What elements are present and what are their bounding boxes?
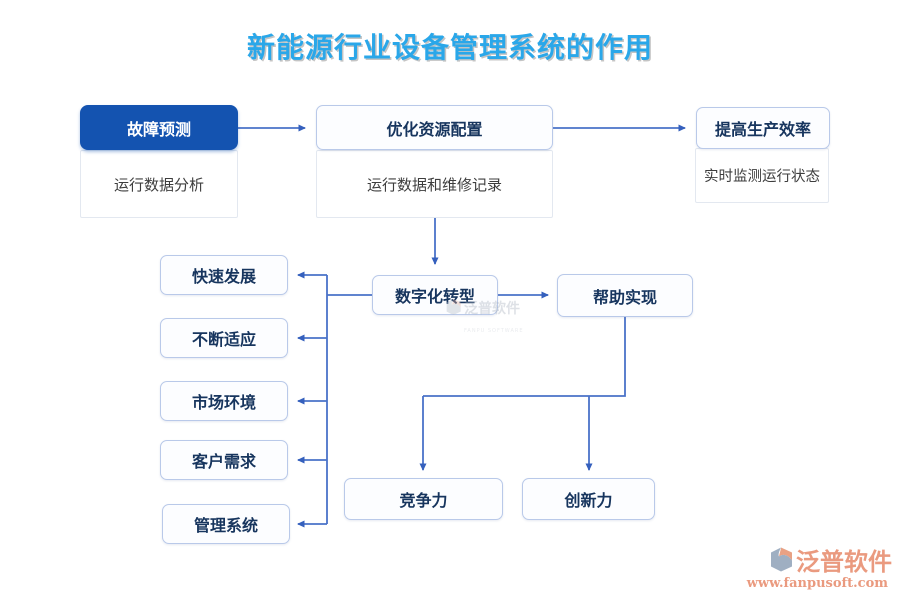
node-factor-continuous-adaptation: 不断适应 (160, 318, 288, 358)
node-factor-label: 快速发展 (191, 267, 256, 286)
vendor-logo-icon (770, 546, 794, 577)
node-help-label: 帮助实现 (592, 287, 657, 307)
node-outcome-label: 竞争力 (399, 491, 448, 510)
node-optimize: 优化资源配置 (316, 105, 553, 150)
node-fault-detail-label: 运行数据分析 (113, 175, 204, 194)
node-efficiency-detail: 实时监测运行状态 (695, 148, 829, 203)
node-factor-customer-demand: 客户需求 (160, 440, 288, 480)
node-outcome-competitiveness: 竞争力 (344, 478, 503, 520)
node-factor-rapid-development: 快速发展 (160, 255, 288, 295)
node-efficiency-detail-label: 实时监测运行状态 (704, 169, 820, 185)
node-factor-label: 客户需求 (191, 452, 256, 471)
vendor-url: www.fanpusoft.com (746, 576, 888, 591)
node-fault-detail: 运行数据分析 (80, 150, 238, 218)
node-outcome-innovation: 创新力 (522, 478, 655, 520)
vendor-logo: 泛普软件 www.fanpusoft.com (742, 546, 892, 591)
node-help: 帮助实现 (557, 274, 693, 317)
node-factor-label: 管理系统 (193, 516, 258, 535)
node-fault-label: 故障预测 (126, 119, 191, 139)
page-title: 新能源行业设备管理系统的作用 (246, 31, 653, 64)
node-digital-label: 数字化转型 (394, 287, 475, 306)
node-optimize-detail: 运行数据和维修记录 (316, 150, 553, 218)
node-digital: 数字化转型 (372, 275, 498, 315)
node-efficiency: 提高生产效率 (696, 107, 830, 149)
node-efficiency-label: 提高生产效率 (714, 120, 811, 139)
node-factor-label: 不断适应 (191, 330, 256, 349)
node-factor-market-environment: 市场环境 (160, 381, 288, 421)
node-fault: 故障预测 (80, 105, 238, 150)
node-outcome-label: 创新力 (564, 491, 613, 510)
node-optimize-detail-label: 运行数据和维修记录 (366, 175, 502, 194)
node-optimize-label: 优化资源配置 (386, 119, 483, 139)
node-factor-label: 市场环境 (191, 393, 256, 412)
vendor-brand: 泛普软件 (796, 547, 892, 576)
node-factor-management-system: 管理系统 (162, 504, 290, 544)
